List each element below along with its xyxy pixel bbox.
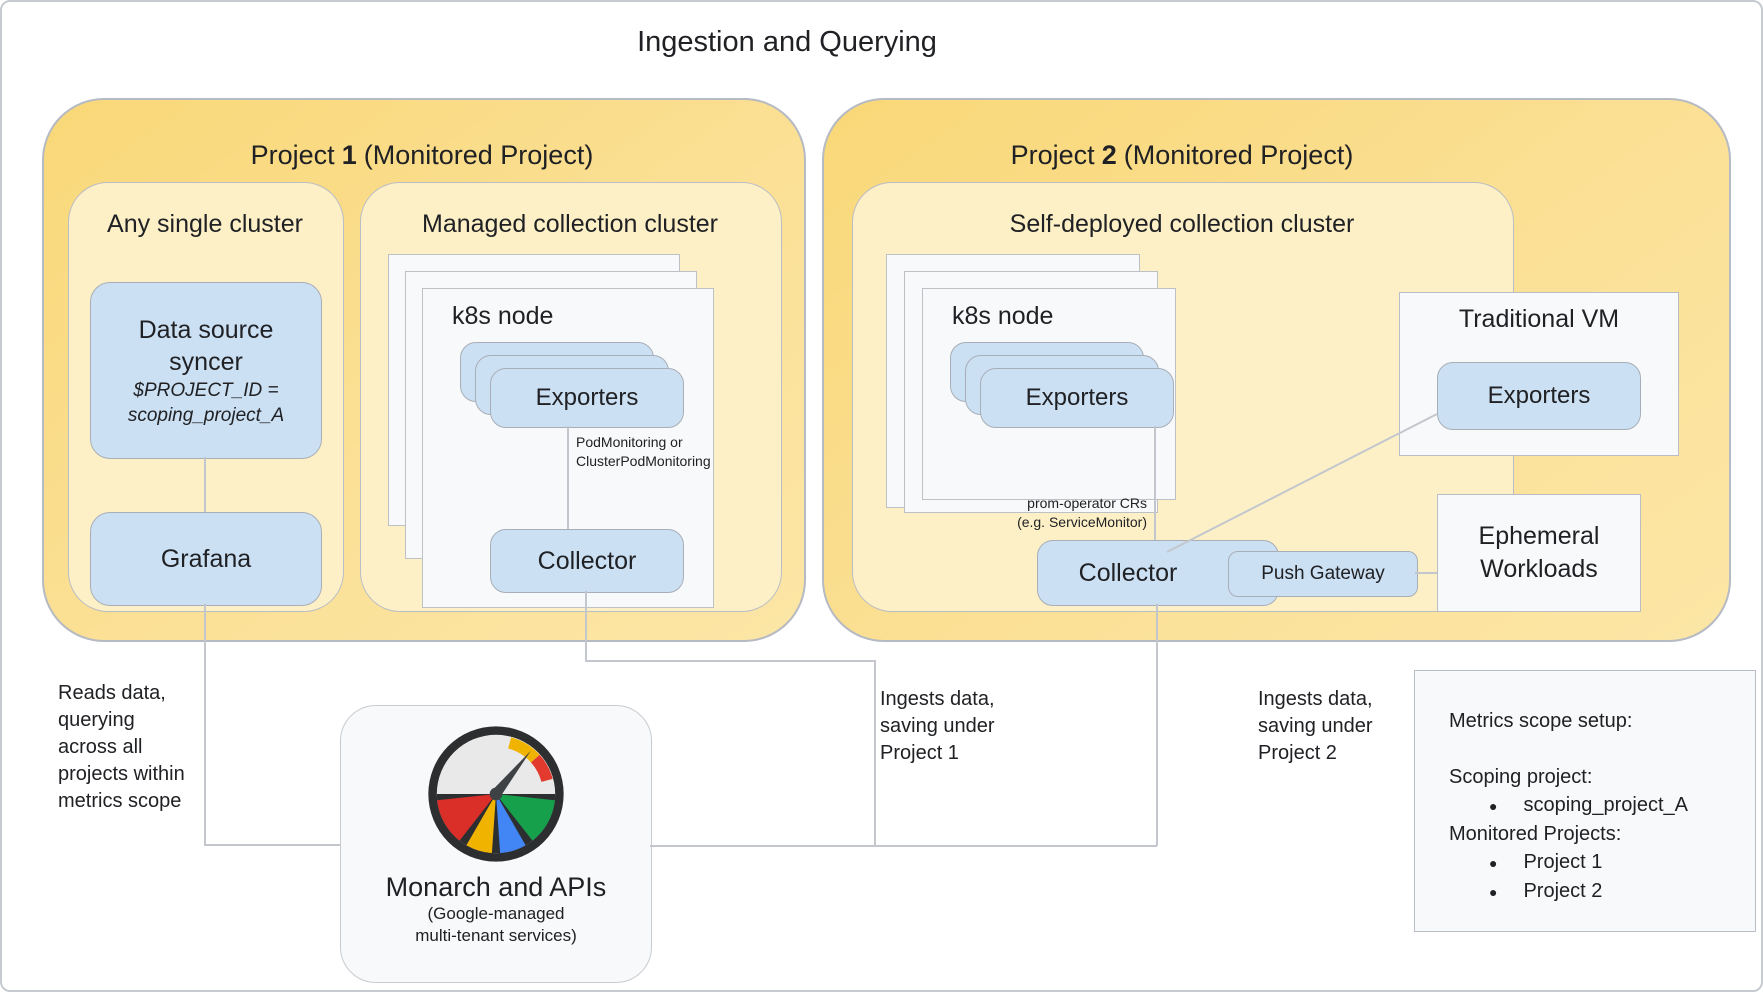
monarch-box: Monarch and APIs (Google-managed multi-t…	[340, 705, 652, 983]
monarch-subtitle-line2: multi-tenant services)	[415, 926, 577, 945]
project-1-header-number: 1	[341, 140, 357, 170]
push-gateway-label: Push Gateway	[1261, 563, 1385, 584]
data-source-syncer-label-line1: Data source	[138, 315, 274, 344]
bullet-icon: ●	[1489, 884, 1498, 900]
monarch-title: Monarch and APIs	[385, 872, 607, 902]
project-2-header: Project 2 (Monitored Project)	[852, 140, 1512, 171]
vm-exporters-box: Exporters	[1437, 362, 1641, 430]
ephemeral-workloads-line1: Ephemeral	[1478, 522, 1600, 550]
metrics-scope-title: Metrics scope setup:	[1449, 710, 1633, 732]
reads-data-line: querying	[58, 709, 135, 731]
ephemeral-workloads-line2: Workloads	[1480, 555, 1598, 583]
gauge-icon	[428, 726, 564, 862]
exporters-label: Exporters	[535, 384, 639, 411]
pod-monitoring-note-line1: PodMonitoring or	[576, 434, 683, 450]
monitored-project-item-label: Project 2	[1523, 880, 1603, 902]
project-2-header-prefix: Project	[1010, 140, 1095, 170]
any-single-cluster-title: Any single cluster	[107, 210, 303, 238]
k8s-node-label-p2: k8s node	[952, 302, 1054, 330]
self-deployed-cluster-title: Self-deployed collection cluster	[1009, 210, 1355, 238]
scoping-project-label: Scoping project:	[1449, 766, 1593, 788]
ingest-project2-annotation: Ingests data, saving under Project 2	[1258, 686, 1373, 767]
page-title: Ingestion and Querying	[637, 26, 937, 58]
metrics-scope-spacer	[1449, 735, 1755, 763]
pod-monitoring-note: PodMonitoring or ClusterPodMonitoring	[576, 433, 711, 471]
ephemeral-workloads-box: Ephemeral Workloads	[1437, 494, 1641, 612]
push-gateway-box: Push Gateway	[1228, 551, 1418, 597]
project-1-header-prefix: Project	[250, 140, 335, 170]
k8s-node-label: k8s node	[452, 302, 554, 330]
ingest-project1-line: Project 1	[880, 742, 959, 764]
data-source-syncer-label-line2: syncer	[169, 347, 243, 376]
monitored-project-item: ● Project 2	[1449, 877, 1755, 906]
data-source-syncer-box: Data source syncer $PROJECT_ID = scoping…	[90, 282, 322, 459]
traditional-vm-title: Traditional VM	[1458, 305, 1620, 333]
ingest-project2-line: saving under	[1258, 715, 1373, 737]
exporters-box: Exporters	[490, 368, 684, 428]
monitored-project-item-label: Project 1	[1523, 851, 1603, 873]
collector-label-p1: Collector	[537, 547, 637, 575]
project-1-header: Project 1 (Monitored Project)	[42, 140, 802, 171]
reads-data-annotation: Reads data, querying across all projects…	[58, 680, 185, 815]
ingest-project2-line: Project 2	[1258, 742, 1337, 764]
exporters-label-p2: Exporters	[1025, 384, 1129, 411]
managed-collection-cluster-title: Managed collection cluster	[422, 210, 718, 238]
monitored-projects-label: Monitored Projects:	[1449, 823, 1622, 845]
reads-data-line: metrics scope	[58, 790, 182, 812]
prom-operator-note-line2: (e.g. ServiceMonitor)	[1017, 514, 1147, 530]
ingest-project1-annotation: Ingests data, saving under Project 1	[880, 686, 995, 767]
collector-label-p2: Collector	[1078, 559, 1178, 587]
ingest-project2-line: Ingests data,	[1258, 688, 1373, 710]
scoping-project-item: ● scoping_project_A	[1449, 791, 1755, 820]
project-2-header-number: 2	[1101, 140, 1117, 170]
vm-exporters-label: Exporters	[1487, 382, 1591, 409]
grafana-label: Grafana	[160, 545, 252, 573]
bullet-icon: ●	[1489, 798, 1498, 814]
ingest-project1-line: Ingests data,	[880, 688, 995, 710]
scoping-project-value-label: scoping_project_A	[127, 404, 285, 426]
reads-data-line: projects within	[58, 763, 185, 785]
project-2-header-suffix: (Monitored Project)	[1123, 140, 1354, 170]
reads-data-line: across all	[58, 736, 143, 758]
prom-operator-note: prom-operator CRs (e.g. ServiceMonitor)	[929, 494, 1147, 532]
reads-data-line: Reads data,	[58, 682, 166, 704]
pod-monitoring-note-line2: ClusterPodMonitoring	[576, 453, 711, 469]
bullet-icon: ●	[1489, 855, 1498, 871]
monitored-project-item: ● Project 1	[1449, 848, 1755, 877]
monarch-subtitle-line1: (Google-managed	[427, 904, 565, 923]
collector-box-p2: Collector	[1037, 540, 1279, 606]
exporters-box-p2: Exporters	[980, 368, 1174, 428]
project-1-header-suffix: (Monitored Project)	[363, 140, 594, 170]
project-id-var-label: $PROJECT_ID =	[133, 379, 279, 401]
ingest-project1-line: saving under	[880, 715, 995, 737]
prom-operator-note-line1: prom-operator CRs	[1027, 495, 1147, 511]
grafana-box: Grafana	[90, 512, 322, 606]
scoping-project-item-label: scoping_project_A	[1523, 794, 1689, 816]
collector-box-p1: Collector	[490, 529, 684, 593]
metrics-scope-box: Metrics scope setup: Scoping project: ● …	[1414, 670, 1756, 932]
